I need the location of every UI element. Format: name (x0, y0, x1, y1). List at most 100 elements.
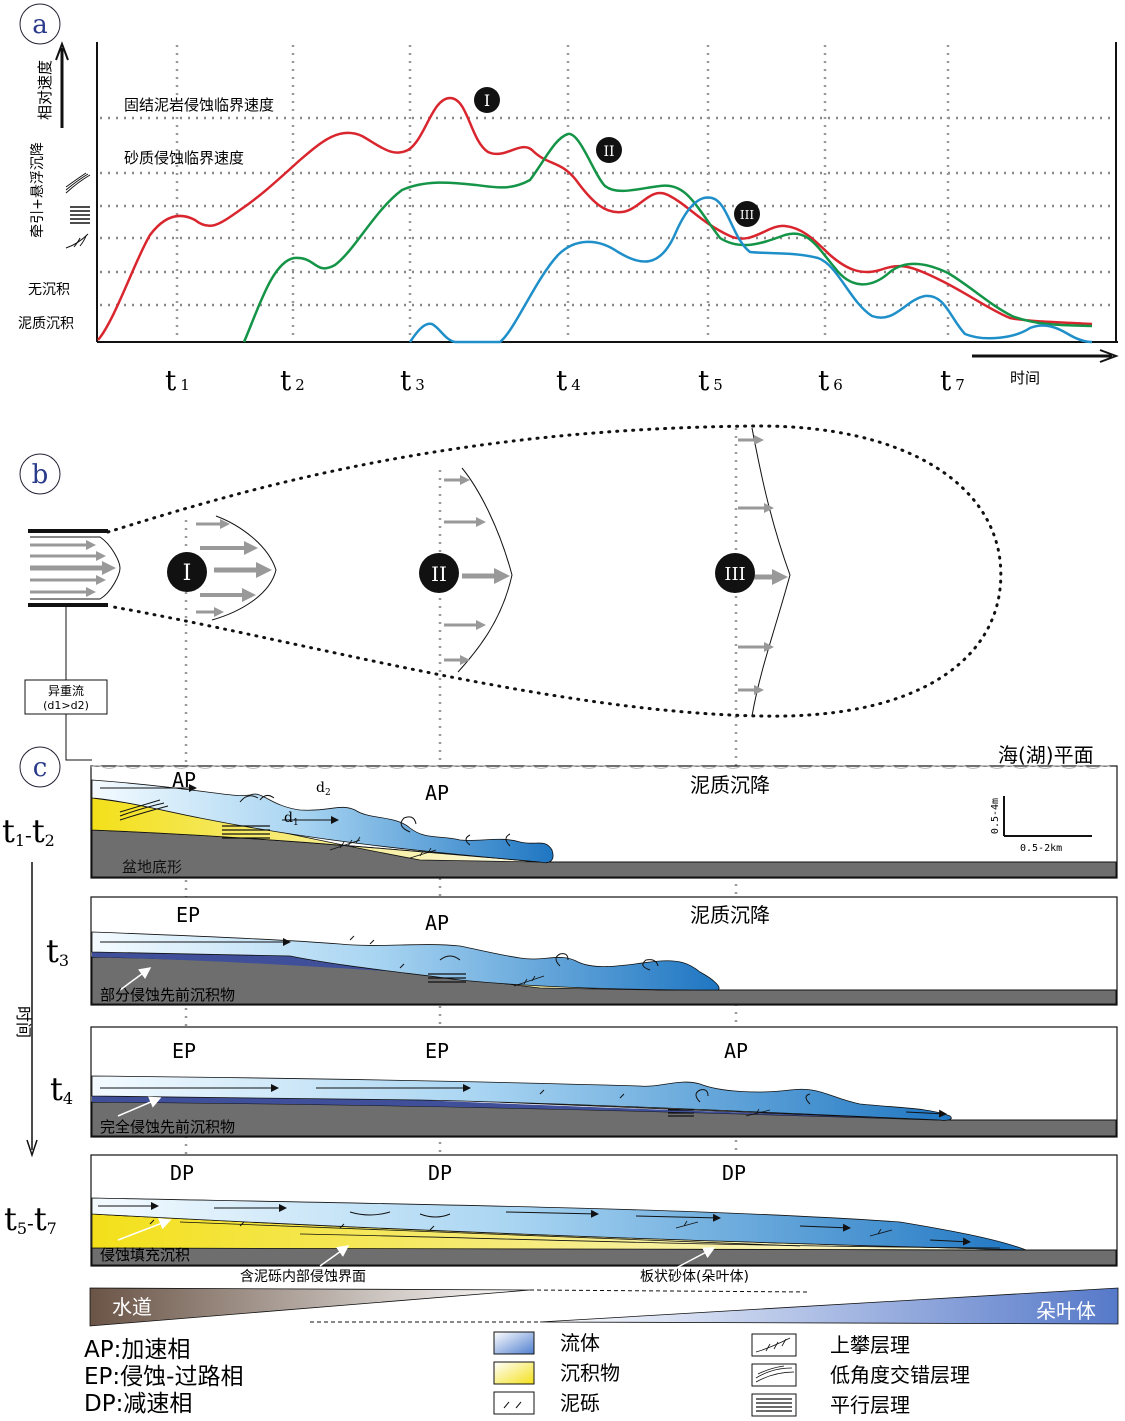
legend-fluid: 流体 (560, 1331, 600, 1355)
hyperpycnal-flow-box: 异重流 (d1>d2) (24, 607, 108, 761)
legend-fluid-swatch (493, 1331, 535, 1355)
mud-erosion-threshold-label: 固结泥岩侵蚀临界速度 (124, 96, 274, 114)
curve-III-label: III (740, 208, 754, 222)
t3-phase-2: AP (425, 911, 449, 935)
t5-t7-note: 侵蚀填充沉积 (100, 1246, 190, 1264)
legend-mud-clast: 泥砾 (560, 1391, 600, 1415)
roman-II: II (431, 562, 447, 586)
plume-outline (106, 424, 1003, 718)
d1-label: d1 (284, 810, 299, 828)
t5-t7-phase-1: DP (170, 1161, 194, 1185)
section-t4: EP EP AP 完全侵蚀先前沉积物 t4 (50, 1026, 1118, 1138)
curve-I (97, 96, 1093, 341)
t5-t7-time-label: t5-t7 (4, 1200, 57, 1238)
panel-c-time-label: 时间 (14, 1006, 33, 1038)
time-gridlines (175, 45, 950, 340)
hyperpycnal-label: 异重流 (48, 684, 84, 698)
velocity-profile-III: III (715, 427, 791, 717)
parallel-bedding-mark (222, 825, 270, 839)
t1-t2-time-label: t1-t2 (2, 812, 55, 850)
legend-climbing-ripple: 上攀层理 (830, 1333, 910, 1357)
panel-c: c 海(湖)平面 时间 (2, 743, 1119, 1327)
t4-phase-2: EP (425, 1039, 449, 1063)
t5-t7-note-2: 含泥砾内部侵蚀界面 (240, 1268, 366, 1285)
t4-note: 完全侵蚀先前沉积物 (100, 1118, 235, 1136)
t4-time-label: t4 (50, 1070, 73, 1108)
parallel-bedding-icon (70, 206, 90, 224)
legend: AP:加速相 EP:侵蚀-过路相 DP:减速相 流体 沉积物 泥砾 上攀层理 低… (84, 1331, 970, 1417)
no-deposition-label: 无沉积 (28, 282, 70, 298)
mud-deposition-label: 泥质沉积 (18, 316, 74, 332)
curve-II (242, 132, 1093, 343)
channel-lobe-bar: 水道 朵叶体 (89, 1287, 1119, 1327)
climbing-ripple-mark (329, 836, 437, 859)
panel-b: b (19, 424, 1003, 1155)
legend-sediment-swatch (493, 1361, 535, 1385)
legend-climbing-ripple-swatch (751, 1333, 797, 1357)
panel-c-badge (19, 746, 61, 788)
t1-t2-phase-1: AP (172, 768, 196, 792)
horizontal-gridlines (100, 116, 1115, 307)
low-angle-cross-bedding-icon (65, 172, 91, 194)
t5-t7-note-3: 板状砂体(朵叶体) (640, 1269, 749, 1285)
panel-a: a 固结泥岩侵蚀临界速度 砂质侵蚀临界速度 (18, 3, 1119, 397)
traction-suspension-label: 牵引+悬浮沉降 (30, 142, 46, 238)
panel-c-time-axis: 时间 (14, 862, 38, 1158)
roman-I: I (183, 561, 192, 586)
section-t1-t2: AP AP 泥质沉降 d2 d1 盆地底形 0.5-4m 0.5-2km t1-… (2, 765, 1118, 879)
t3-time-label: t3 (46, 932, 69, 970)
t1-t2-phase-3: 泥质沉降 (690, 773, 770, 797)
velocity-profile-II: II (419, 467, 513, 673)
panel-a-label: a (32, 10, 48, 40)
t4-phase-3: AP (724, 1039, 748, 1063)
panel-b-label: b (32, 460, 49, 490)
roman-III: III (724, 564, 745, 585)
climbing-ripple-icon (65, 233, 89, 249)
channel-label: 水道 (112, 1295, 152, 1319)
legend-mud-clast-swatch (493, 1391, 535, 1415)
legend-EP: EP:侵蚀-过路相 (84, 1364, 243, 1390)
relative-velocity-label: 相对速度 (36, 60, 54, 120)
sea-level-label: 海(湖)平面 (998, 743, 1094, 767)
legend-parallel: 平行层理 (830, 1393, 910, 1417)
channel-mouth (28, 529, 121, 607)
legend-low-angle: 低角度交错层理 (830, 1363, 970, 1387)
legend-DP: DP:减速相 (84, 1391, 192, 1417)
d2-label: d2 (316, 780, 331, 798)
sand-erosion-threshold-label: 砂质侵蚀临界速度 (124, 149, 244, 167)
scale-vertical: 0.5-4m (990, 798, 1001, 834)
basin-floor-label: 盆地底形 (122, 858, 182, 876)
legend-sediment: 沉积物 (560, 1361, 620, 1385)
curve-II-badge: II (596, 137, 622, 163)
curve-I-badge: I (474, 87, 500, 113)
curve-I-label: I (484, 91, 490, 110)
panel-b-badge (19, 453, 61, 495)
t5-t7-phase-3: DP (722, 1161, 746, 1185)
lobe-label: 朵叶体 (1036, 1299, 1096, 1323)
scale-bar: 0.5-4m 0.5-2km (990, 796, 1092, 854)
t3-phase-1: EP (176, 903, 200, 927)
velocity-profile-I: I (167, 515, 277, 621)
section-t3: EP AP 泥质沉降 部分侵蚀先前沉积物 t3 (46, 896, 1118, 1006)
legend-AP: AP:加速相 (84, 1337, 190, 1363)
t5-t7-phase-2: DP (428, 1161, 452, 1185)
t1-t2-phase-2: AP (425, 781, 449, 805)
curve-III (408, 196, 1093, 344)
panel-c-label: c (33, 753, 48, 783)
curve-II-label: II (603, 144, 614, 160)
curve-III-badge: III (734, 201, 760, 227)
y-axis-top-group: 相对速度 (36, 41, 69, 128)
legend-parallel-swatch (751, 1393, 797, 1417)
time-axis-arrow (972, 349, 1119, 363)
density-label: (d1>d2) (43, 699, 89, 712)
t4-phase-1: EP (172, 1039, 196, 1063)
